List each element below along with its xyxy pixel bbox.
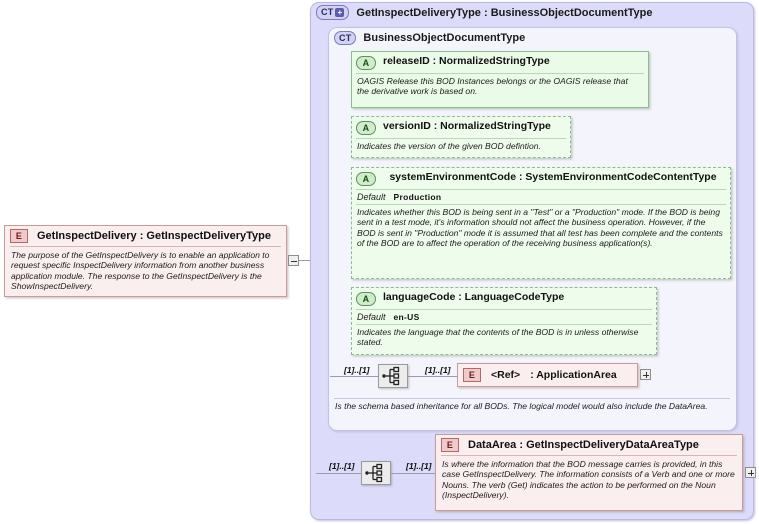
inner-complextype-documentation: Is the schema based inheritance for all … bbox=[335, 401, 708, 411]
inner-complextype-header: CT BusinessObjectDocumentType bbox=[334, 31, 525, 45]
inner-complextype-title: BusinessObjectDocumentType bbox=[363, 32, 526, 44]
application-area-cardinality-right: [1]..[1] bbox=[425, 365, 451, 375]
data-area-header: E DataArea : GetInspectDeliveryDataAreaT… bbox=[436, 435, 742, 455]
data-area-expand-toggle[interactable] bbox=[745, 467, 756, 478]
attribute-header: A languageCode : LanguageCodeType bbox=[352, 288, 656, 309]
connector-right-of-dataarea-sequence bbox=[391, 473, 438, 474]
divider bbox=[10, 246, 281, 247]
data-area-sequence-compositor-icon[interactable] bbox=[361, 461, 391, 485]
default-value: en-US bbox=[393, 312, 420, 322]
attribute-documentation: Indicates the version of the given BOD d… bbox=[357, 141, 541, 151]
inner-complextype-badge-icon[interactable]: CT bbox=[334, 31, 357, 45]
attribute-name: releaseID : NormalizedStringType bbox=[383, 55, 550, 67]
attribute-documentation: Indicates whether this BOD is being sent… bbox=[357, 207, 723, 249]
root-element-collapse-toggle[interactable] bbox=[288, 255, 299, 266]
expand-plus-icon: + bbox=[335, 8, 345, 17]
element-badge-icon: E bbox=[10, 229, 28, 243]
data-area-element-box[interactable]: E DataArea : GetInspectDeliveryDataAreaT… bbox=[435, 434, 743, 511]
application-area-ref-label: <Ref> bbox=[491, 369, 521, 381]
element-badge-icon: E bbox=[441, 438, 459, 452]
default-value: Production bbox=[393, 192, 442, 202]
element-badge-icon: E bbox=[463, 368, 481, 382]
sequence-glyph bbox=[365, 463, 383, 483]
divider bbox=[356, 73, 644, 74]
root-element-box[interactable]: E GetInspectDelivery : GetInspectDeliver… bbox=[4, 225, 287, 297]
connector-left-of-dataarea-sequence bbox=[316, 473, 361, 474]
attribute-header: A systemEnvironmentCode : SystemEnvironm… bbox=[352, 168, 730, 189]
divider bbox=[356, 204, 726, 205]
complextype-badge-label: CT bbox=[321, 7, 334, 17]
divider bbox=[334, 398, 730, 399]
attribute-name: systemEnvironmentCode : SystemEnvironmen… bbox=[389, 171, 717, 183]
divider bbox=[356, 324, 652, 325]
application-area-cardinality-left: [1]..[1] bbox=[344, 365, 370, 375]
attribute-badge-icon: A bbox=[356, 121, 376, 135]
outer-complextype-header: CT + GetInspectDeliveryType : BusinessOb… bbox=[316, 5, 652, 20]
outer-complextype-title: GetInspectDeliveryType : BusinessObjectD… bbox=[356, 6, 653, 19]
sequence-glyph bbox=[382, 366, 400, 386]
attribute-box-releaseid[interactable]: A releaseID : NormalizedStringType OAGIS… bbox=[351, 51, 649, 108]
default-label: Default bbox=[357, 192, 386, 202]
root-element-documentation: The purpose of the GetInspectDelivery is… bbox=[11, 250, 270, 292]
attribute-badge-icon: A bbox=[356, 172, 376, 186]
data-area-cardinality-right: [1]..[1] bbox=[406, 461, 432, 471]
application-area-ref-box[interactable]: E <Ref> : ApplicationArea bbox=[457, 363, 638, 387]
attribute-default-row: Default Production bbox=[352, 190, 730, 204]
attribute-box-versionid[interactable]: A versionID : NormalizedStringType Indic… bbox=[351, 116, 571, 158]
application-area-name: : ApplicationArea bbox=[530, 369, 617, 381]
application-area-expand-toggle[interactable] bbox=[640, 369, 651, 380]
complextype-badge-icon[interactable]: CT + bbox=[316, 5, 350, 20]
attribute-documentation: Indicates the language that the contents… bbox=[357, 327, 639, 348]
attribute-default-row: Default en-US bbox=[352, 310, 656, 324]
attribute-name: versionID : NormalizedStringType bbox=[383, 120, 551, 132]
divider bbox=[356, 189, 726, 190]
connector-left-of-sequence bbox=[330, 376, 378, 377]
connector-right-of-sequence bbox=[408, 376, 457, 377]
attribute-documentation: OAGIS Release this BOD Instances belongs… bbox=[357, 76, 628, 97]
data-area-documentation: Is where the information that the BOD me… bbox=[442, 459, 735, 501]
default-label: Default bbox=[357, 312, 386, 322]
attribute-box-languagecode[interactable]: A languageCode : LanguageCodeType Defaul… bbox=[351, 287, 657, 355]
data-area-title: DataArea : GetInspectDeliveryDataAreaTyp… bbox=[468, 439, 699, 451]
attribute-header: A releaseID : NormalizedStringType bbox=[352, 52, 648, 73]
attribute-header: A versionID : NormalizedStringType bbox=[352, 117, 570, 138]
attribute-badge-icon: A bbox=[356, 292, 376, 306]
sequence-compositor-icon[interactable] bbox=[378, 364, 408, 388]
inner-complextype-badge-label: CT bbox=[339, 32, 352, 43]
attribute-box-systemenvironmentcode[interactable]: A systemEnvironmentCode : SystemEnvironm… bbox=[351, 167, 731, 279]
data-area-cardinality-left: [1]..[1] bbox=[329, 461, 355, 471]
divider bbox=[356, 138, 566, 139]
divider bbox=[356, 309, 652, 310]
divider bbox=[441, 455, 737, 456]
attribute-badge-icon: A bbox=[356, 56, 376, 70]
attribute-name: languageCode : LanguageCodeType bbox=[383, 291, 565, 303]
root-element-title: GetInspectDelivery : GetInspectDeliveryT… bbox=[37, 230, 271, 242]
root-element-header: E GetInspectDelivery : GetInspectDeliver… bbox=[5, 226, 286, 246]
